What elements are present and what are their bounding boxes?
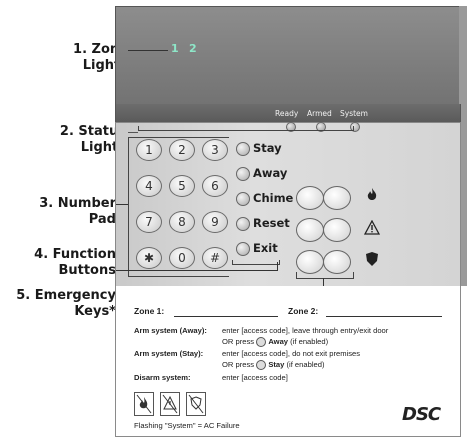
reset-button[interactable] bbox=[236, 217, 250, 231]
zone-lights-callout-line1: 1. Zone bbox=[73, 42, 128, 57]
keypad-top-panel bbox=[115, 6, 461, 108]
function-leader-vertical bbox=[277, 262, 278, 271]
exit-button-label: Exit bbox=[253, 241, 278, 255]
function-buttons-leader bbox=[116, 270, 278, 271]
aux-symbol-icon bbox=[160, 392, 180, 416]
function-buttons-callout-line2: Buttons bbox=[58, 263, 116, 278]
fire-icon bbox=[366, 188, 378, 207]
chime-button-label: Chime bbox=[253, 191, 294, 205]
number-key-6[interactable]: 6 bbox=[202, 175, 228, 197]
fire-emergency-key-2[interactable] bbox=[323, 186, 351, 210]
arm-stay-alt: OR press Stay (if enabled) bbox=[222, 360, 325, 370]
number-pad-bracket bbox=[128, 137, 229, 277]
reset-button-label: Reset bbox=[253, 216, 290, 230]
status-label-armed: Armed bbox=[307, 109, 332, 118]
ready-light bbox=[286, 122, 296, 132]
dsc-logo: DSC bbox=[402, 404, 441, 425]
disarm-instruction: enter [access code] bbox=[222, 373, 288, 382]
arm-away-label: Arm system (Away): bbox=[134, 326, 207, 335]
arm-stay-instruction: enter [access code], do not exit premise… bbox=[222, 349, 361, 358]
number-key-8[interactable]: 8 bbox=[169, 211, 195, 233]
function-buttons-callout-line1: 4. Function bbox=[34, 247, 116, 262]
zone2-label: Zone 2: bbox=[288, 306, 319, 316]
panic-emergency-key-2[interactable] bbox=[323, 250, 351, 274]
number-key-4[interactable]: 4 bbox=[136, 175, 162, 197]
number-pad-callout: 3. Number Pad bbox=[12, 196, 116, 228]
arm-stay-label: Arm system (Stay): bbox=[134, 349, 204, 358]
function-buttons-callout: 4. Function Buttons bbox=[4, 247, 116, 279]
number-key-3[interactable]: 3 bbox=[202, 139, 228, 161]
number-pad-callout-line1: 3. Number bbox=[39, 196, 116, 211]
keypad-side-edge bbox=[459, 6, 467, 286]
arm-stay-if-enabled: (if enabled) bbox=[286, 360, 325, 369]
chime-button[interactable] bbox=[236, 192, 250, 206]
ac-failure-note: Flashing "System" = AC Failure bbox=[134, 421, 240, 430]
arm-away-or-text: OR press bbox=[222, 337, 255, 346]
away-button-label: Away bbox=[253, 166, 288, 180]
auxiliary-emergency-key-1[interactable] bbox=[296, 218, 324, 242]
zone2-underline bbox=[326, 316, 442, 317]
number-key-9[interactable]: 9 bbox=[202, 211, 228, 233]
exit-button[interactable] bbox=[236, 242, 250, 256]
status-label-system: System bbox=[340, 109, 368, 118]
status-lights-leader bbox=[128, 132, 138, 133]
arm-stay-or-text: OR press bbox=[222, 360, 255, 369]
zone-light-2: 2 bbox=[189, 42, 197, 55]
status-label-ready: Ready bbox=[275, 109, 299, 118]
arm-away-if-enabled: (if enabled) bbox=[290, 337, 329, 346]
status-lights-bracket bbox=[138, 126, 354, 131]
away-mini-button-icon bbox=[256, 337, 267, 347]
emergency-keys-callout-line2: Keys* bbox=[74, 304, 116, 319]
disarm-label: Disarm system: bbox=[134, 373, 191, 382]
arm-stay-key-text: Stay bbox=[268, 360, 285, 369]
away-button[interactable] bbox=[236, 167, 250, 181]
police-badge-icon bbox=[366, 252, 378, 271]
status-lights-callout: 2. Status Lights bbox=[20, 124, 126, 156]
number-key-pound[interactable]: # bbox=[202, 247, 228, 269]
zone1-underline bbox=[174, 316, 278, 317]
number-key-7[interactable]: 7 bbox=[136, 211, 162, 233]
auxiliary-emergency-key-2[interactable] bbox=[323, 218, 351, 242]
number-key-0[interactable]: 0 bbox=[169, 247, 195, 269]
panic-emergency-key-1[interactable] bbox=[296, 250, 324, 274]
emergency-keys-callout: 5. Emergency Keys* bbox=[0, 288, 116, 320]
zone-lights-leader bbox=[128, 50, 168, 51]
panic-symbol-icon bbox=[186, 392, 206, 416]
instruction-card: Zone 1: Zone 2: Arm system (Away): enter… bbox=[115, 286, 461, 437]
number-key-star[interactable]: ✱ bbox=[136, 247, 162, 269]
emergency-keys-callout-line1: 5. Emergency bbox=[16, 288, 116, 303]
arm-away-instruction: enter [access code], leave through entry… bbox=[222, 326, 389, 335]
warning-icon bbox=[363, 219, 381, 240]
number-pad-callout-line2: Pad bbox=[88, 212, 116, 227]
number-key-2[interactable]: 2 bbox=[169, 139, 195, 161]
stay-button[interactable] bbox=[236, 142, 250, 156]
armed-light bbox=[316, 122, 326, 132]
arm-away-alt: OR press Away (if enabled) bbox=[222, 337, 328, 347]
number-pad-leader bbox=[116, 204, 128, 205]
function-buttons-bracket bbox=[232, 260, 280, 265]
fire-emergency-key-1[interactable] bbox=[296, 186, 324, 210]
number-key-1[interactable]: 1 bbox=[136, 139, 162, 161]
emergency-keys-bracket bbox=[296, 272, 354, 279]
status-lights-callout-line2: Lights bbox=[80, 140, 126, 155]
stay-mini-button-icon bbox=[256, 360, 267, 370]
fire-symbol-icon bbox=[134, 392, 154, 416]
zone1-label: Zone 1: bbox=[134, 306, 165, 316]
arm-away-key-text: Away bbox=[268, 337, 289, 346]
status-strip bbox=[115, 104, 461, 122]
status-lights-callout-line1: 2. Status bbox=[59, 124, 126, 139]
zone-light-1: 1 bbox=[171, 42, 179, 55]
number-key-5[interactable]: 5 bbox=[169, 175, 195, 197]
stay-button-label: Stay bbox=[253, 141, 282, 155]
system-light bbox=[350, 122, 360, 132]
